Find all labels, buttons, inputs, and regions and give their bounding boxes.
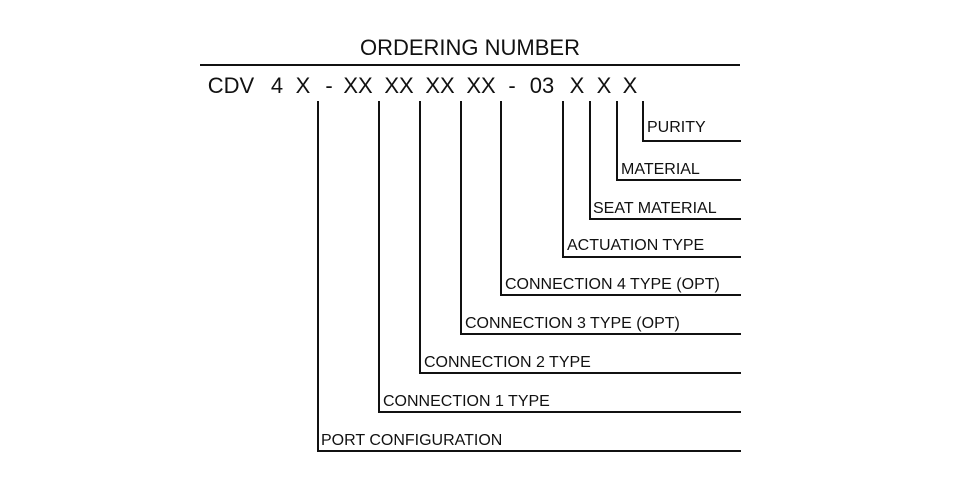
code-prefix: CDV [208,73,255,98]
callout-line [460,101,741,335]
callout-line [589,101,741,220]
callout-label: PORT CONFIGURATION [321,432,502,449]
callout-line [500,101,741,296]
callout-line [616,101,741,181]
code-separator: - [508,73,515,98]
code-series: 4 [271,73,283,98]
code-port-configuration: X [296,73,311,98]
callout-label: CONNECTION 3 TYPE (OPT) [465,315,680,332]
callout-label: CONNECTION 2 TYPE [424,354,591,371]
code-connection-1: XX [343,73,373,98]
callout-connection-3-type: CONNECTION 3 TYPE (OPT) [460,101,741,335]
callout-connection-2-type: CONNECTION 2 TYPE [419,101,741,374]
code-seat-material: X [570,73,585,98]
code-material: X [597,73,612,98]
callout-line [378,101,741,413]
callout-label: CONNECTION 1 TYPE [383,393,550,410]
code-connection-4: XX [466,73,496,98]
diagram-title: ORDERING NUMBER [360,35,580,60]
code-purity: X [623,73,638,98]
code-separator: - [325,73,332,98]
callout-port-configuration: PORT CONFIGURATION [317,101,741,452]
callout-label: ACTUATION TYPE [567,237,704,254]
code-connection-3: XX [425,73,455,98]
callout-line [317,101,741,452]
callout-label: MATERIAL [621,161,700,178]
callout-material: MATERIAL [616,101,741,181]
callout-connection-1-type: CONNECTION 1 TYPE [378,101,741,413]
callout-line [419,101,741,374]
ordering-code: CDV 4 X - XX XX XX XX - 03 X X X [208,73,638,98]
callout-line [642,101,741,142]
callout-label: PURITY [647,119,706,136]
callout-purity: PURITY [642,101,741,142]
code-actuation: 03 [530,73,554,98]
code-connection-2: XX [384,73,414,98]
callout-line [562,101,741,258]
callout-label: CONNECTION 4 TYPE (OPT) [505,276,720,293]
callout-connection-4-type: CONNECTION 4 TYPE (OPT) [500,101,741,296]
callout-seat-material: SEAT MATERIAL [589,101,741,220]
callout-actuation-type: ACTUATION TYPE [562,101,741,258]
callout-label: SEAT MATERIAL [593,200,717,217]
